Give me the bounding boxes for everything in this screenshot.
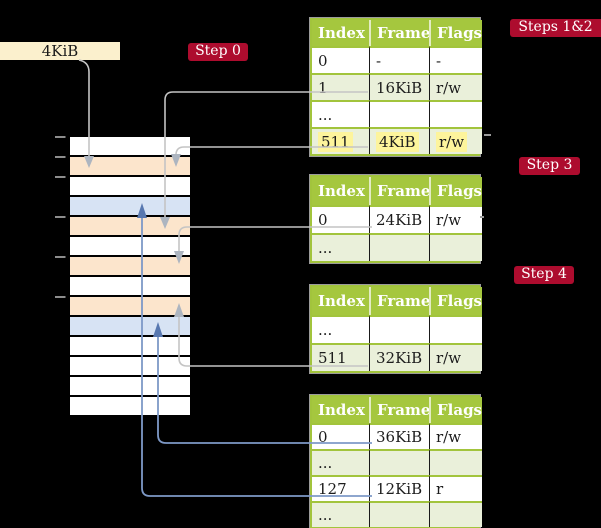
memory-row-white [70, 237, 190, 255]
table-cell: 0 [312, 205, 369, 233]
table-header-cell: Frame [369, 177, 430, 205]
table-cell: ... [312, 233, 369, 261]
step-3-badge: Step 3 [519, 157, 580, 175]
table-cell: r/w [429, 73, 482, 100]
memory-row-white [70, 357, 190, 375]
memory-row-orange [70, 257, 190, 275]
memory-row-white [70, 377, 190, 395]
table-cell: ... [312, 501, 369, 527]
memory-row-orange [70, 217, 190, 235]
table-header-cell: Flags [429, 397, 482, 423]
memory-row-orange [70, 297, 190, 315]
table-cell: r/w [429, 423, 482, 449]
table-cell [429, 501, 482, 527]
table-header-cell: Frame [369, 20, 430, 46]
step-0-badge: Step 0 [188, 43, 248, 61]
table-cell: 511 [312, 343, 369, 371]
table-cell: 12KiB [369, 475, 429, 501]
memory-row-blue [70, 197, 190, 215]
table-cell: 36KiB [369, 423, 429, 449]
table-cell: - [429, 46, 482, 73]
table-header-cell: Index [312, 397, 369, 423]
memory-row-white [70, 337, 190, 355]
highlighted-value: 511 [318, 131, 353, 152]
table-header-cell: Index [312, 287, 369, 315]
frame-size-label: 4KiB [0, 42, 120, 60]
table-cell: 32KiB [369, 343, 429, 371]
table-cell [429, 449, 482, 475]
table-cell: r/w [429, 127, 482, 154]
table-header-cell: Frame [369, 287, 430, 315]
table-cell: 0 [312, 46, 369, 73]
table-cell [369, 100, 429, 127]
table-cell: 16KiB [369, 73, 429, 100]
table-cell [369, 501, 429, 527]
highlighted-value: 4KiB [376, 131, 419, 152]
table-cell [369, 315, 429, 343]
table-cell [369, 233, 429, 261]
table-cell: r/w [429, 205, 482, 233]
table-header-cell: Flags [429, 287, 482, 315]
table-cell [429, 100, 482, 127]
frame-boundary-ticks [55, 136, 66, 298]
table-header-cell: Index [312, 177, 369, 205]
memory-row-blue [70, 317, 190, 335]
table-cell: ... [312, 100, 369, 127]
memory-row-white [70, 277, 190, 295]
table-cell [429, 315, 482, 343]
table-cell [429, 233, 482, 261]
table-cell: 1 [312, 73, 369, 100]
physical-memory-column [70, 137, 190, 415]
table-cell: r/w [429, 343, 482, 371]
table-cell: 4KiB [369, 127, 429, 154]
highlighted-value: r/w [436, 131, 468, 152]
table-cell: 24KiB [369, 205, 429, 233]
table-cell: ... [312, 449, 369, 475]
table-header-cell: Index [312, 20, 369, 46]
memory-row-white [70, 397, 190, 415]
table-header-cell: Flags [429, 20, 482, 46]
table-cell [369, 449, 429, 475]
table-header-cell: Flags [429, 177, 482, 205]
table-cell: 511 [312, 127, 369, 154]
table-cell: - [369, 46, 429, 73]
step-4-badge: Step 4 [514, 266, 574, 284]
memory-row-orange [70, 157, 190, 175]
table-cell: ... [312, 315, 369, 343]
table-header-cell: Frame [369, 397, 430, 423]
table-cell: r [429, 475, 482, 501]
memory-row-white [70, 137, 190, 155]
table-cell: 127 [312, 475, 369, 501]
steps-1-2-badge: Steps 1&2 [510, 19, 601, 37]
memory-row-white [70, 177, 190, 195]
table-cell: 0 [312, 423, 369, 449]
